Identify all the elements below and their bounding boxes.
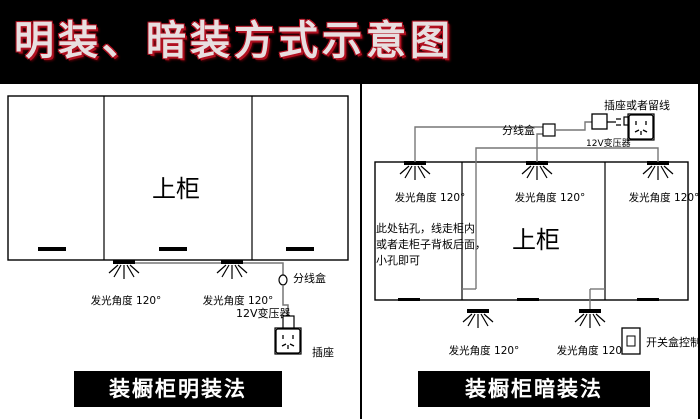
right-top-light-label-1: 发光角度 120°: [395, 191, 466, 204]
right-junction-box: [542, 123, 556, 137]
title-bar: 明装、暗装方式示意图: [0, 0, 700, 84]
right-top-light-label-2: 发光角度 120°: [515, 191, 586, 204]
main-title: 明装、暗装方式示意图: [14, 17, 454, 64]
right-transformer-label: 12V变压器: [586, 137, 631, 149]
left-cabinet: [7, 95, 349, 261]
right-socket-label: 插座或者留线: [604, 98, 670, 112]
right-bottom-light-1: [462, 308, 494, 329]
drill-note-line-3: 小孔即可: [376, 254, 420, 267]
left-panel-title: 装橱柜明装法: [74, 371, 282, 407]
left-junction-box: [278, 274, 288, 286]
right-cabinet-label: 上柜: [512, 226, 560, 254]
left-light-label-2: 发光角度 120°: [203, 294, 274, 307]
left-cabinet-label: 上柜: [152, 175, 200, 203]
left-socket-label: 插座: [312, 345, 334, 359]
right-bottom-light-label-2: 发光角度 120°: [557, 344, 628, 357]
right-top-light-label-3: 发光角度 120°: [629, 191, 700, 204]
drill-note-line-2: 或者走柜子背板后面，: [376, 237, 486, 251]
right-socket: [628, 114, 654, 140]
left-surface-wire: [135, 262, 284, 276]
right-bottom-light-label-1: 发光角度 120°: [449, 344, 520, 357]
left-transformer-label: 12V变压器: [236, 306, 291, 320]
diagram: 上柜 发光角度 120° 发光角度 120° 分线盒 12V变压器 插座 上柜 …: [7, 95, 700, 359]
left-junction-box-label: 分线盒: [293, 271, 326, 285]
drill-note: 此处钻孔，线走柜内 或者走柜子背板后面， 小孔即可: [376, 221, 486, 267]
right-cabinet: [374, 161, 689, 301]
switch-box-label: 开关盒控制: [646, 335, 700, 349]
right-bottom-light-2: [574, 308, 606, 329]
right-border: [698, 84, 700, 419]
left-light-label-1: 发光角度 120°: [91, 294, 162, 307]
panel-divider: [360, 84, 362, 419]
left-socket: [275, 328, 301, 354]
drill-note-line-1: 此处钻孔，线走柜内: [376, 221, 475, 235]
right-junction-box-label: 分线盒: [502, 123, 535, 137]
right-transformer: [591, 113, 608, 130]
left-light-2: [216, 259, 248, 280]
right-panel-title: 装橱柜暗装法: [418, 371, 650, 407]
left-light-1: [108, 259, 140, 280]
